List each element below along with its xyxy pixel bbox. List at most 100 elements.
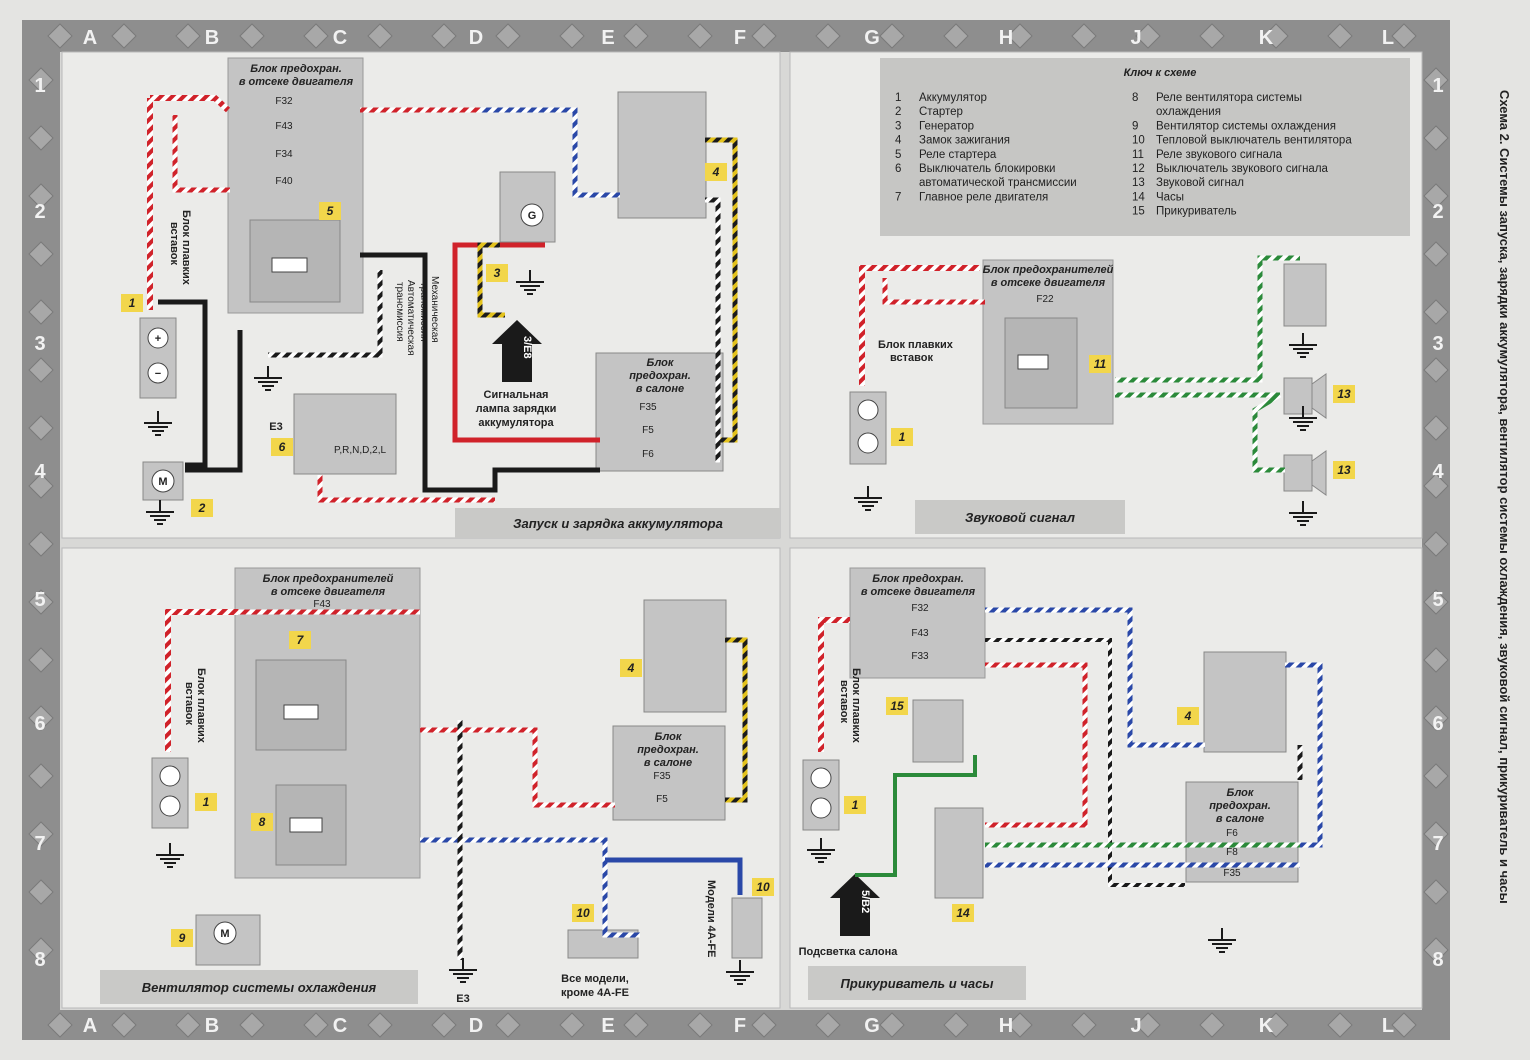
grid-column-a: A (83, 27, 97, 49)
frame-diamond (1391, 23, 1417, 49)
horn-relay-coil (1017, 354, 1049, 370)
horn-fusible-2: вставок (890, 352, 933, 364)
key-item-label: Стартер (919, 106, 963, 118)
wire-red-top (150, 95, 231, 113)
component-badge-number: 3 (494, 266, 501, 280)
component-badge-number: 1 (852, 798, 859, 812)
lighter-cabin-2: предохран. (1209, 800, 1271, 812)
grid-column-f: F (734, 1015, 746, 1037)
component-badge (620, 659, 642, 677)
key-item-number: 5 (895, 149, 901, 161)
key-item: автоматической трансмиссии (919, 177, 1077, 189)
frame-diamond (175, 23, 201, 49)
grid-column-l: L (1382, 27, 1394, 49)
lighter-cabin-f35: F35 (1223, 868, 1241, 879)
fan-cabin-fuse (612, 725, 726, 821)
grid-row-8: 8 (34, 949, 45, 971)
horn-diagram: Блок предохранителей в отсеке двигателя … (849, 255, 1327, 496)
frame-diamond (175, 1012, 201, 1038)
motor-letter: M (158, 476, 167, 488)
key-item-label: Главное реле двигателя (919, 191, 1048, 203)
component-badge (121, 294, 143, 312)
component-badge (486, 264, 508, 282)
lighter-f43: F43 (911, 628, 929, 639)
wire-black-ign (705, 197, 721, 463)
fuse-f34: F34 (275, 149, 293, 160)
cabin-fuse-f35: F35 (639, 402, 657, 413)
scheme-title: Схема 2. Системы запуска, зарядки аккуму… (1497, 90, 1512, 904)
fan-ignition-4 (643, 599, 727, 713)
fan-motor-icon (213, 921, 237, 945)
frame-diamond (28, 473, 54, 499)
interior-light: Подсветка салона (799, 946, 899, 958)
grid-column-j: J (1130, 1015, 1141, 1037)
key-item-label: Замок зажигания (919, 135, 1010, 147)
key-item-label: Аккумулятор (919, 92, 987, 104)
title-bar-fan (100, 970, 418, 1004)
grid-column-h: H (999, 27, 1013, 49)
horn-battery-minus-icon (857, 432, 879, 454)
svg-text:+: + (155, 333, 161, 345)
battery-1 (139, 317, 177, 399)
frame-diamond (1423, 705, 1449, 731)
component-badge (844, 796, 866, 814)
frame-diamond (1071, 1012, 1097, 1038)
fusible-label-1: Блок плавких (180, 210, 192, 286)
component-badge-number: 1 (203, 795, 210, 809)
key-item-number: 1 (895, 92, 901, 104)
component-badge (1177, 707, 1199, 725)
lighter-wire-black (985, 638, 1185, 887)
fan-all-2: кроме 4A-FE (561, 987, 629, 999)
fan-diagram: Блок предохранителей в отсеке двигателя … (151, 567, 763, 1005)
grid-row-7: 7 (1432, 833, 1443, 855)
frame-diamond (1423, 821, 1449, 847)
frame-diamond (1423, 879, 1449, 905)
fan-wire-blue (420, 837, 640, 938)
lighter-cabin-1: Блок (1227, 787, 1255, 799)
ground-symbols (144, 270, 1317, 985)
key-item-label: Часы (1156, 191, 1184, 203)
frame-diamond (28, 299, 54, 325)
frame-diamond (303, 23, 329, 49)
ground-symbol (254, 366, 282, 391)
component-badge (319, 202, 341, 220)
frame-diamond (1423, 589, 1449, 615)
cabin-fuse-label-1: Блок (647, 357, 675, 369)
key-item-label: Тепловой выключатель вентилятора (1156, 135, 1352, 147)
ground-symbol (1289, 501, 1317, 526)
grid-row-2: 2 (1432, 201, 1443, 223)
ref-arrow-5b2 (830, 874, 880, 936)
horn-wire-red (859, 265, 980, 386)
component-badge-number: 7 (297, 633, 305, 647)
wire-black-auto (360, 252, 600, 493)
fan-battery-minus-icon (159, 795, 181, 817)
horn-battery-plus-icon (857, 399, 879, 421)
frame-diamond (815, 1012, 841, 1038)
relay-coil (271, 257, 308, 273)
component-badge-number: 15 (890, 699, 904, 713)
frame-diamond (111, 23, 137, 49)
panel-title-starting: Запуск и зарядка аккумулятора (513, 516, 723, 531)
horn-fuse-label-2: в отсеке двигателя (991, 277, 1106, 289)
frame-diamond (495, 23, 521, 49)
grid-row-5: 5 (1432, 589, 1443, 611)
key-item-number: 12 (1132, 163, 1145, 175)
frame-diamond (943, 23, 969, 49)
fan-all-1: Все модели, (561, 973, 629, 985)
frame-diamond (687, 1012, 713, 1038)
panel-title-lighter: Прикуриватель и часы (841, 976, 994, 991)
component-badge (952, 904, 974, 922)
frame-diamond (1263, 1012, 1289, 1038)
warn-label-1: Сигнальная (484, 389, 549, 401)
svg-text:−: − (155, 368, 161, 380)
frame-diamond (1423, 299, 1449, 325)
warn-label-2: лампа зарядки (476, 403, 557, 415)
grid-row-6: 6 (1432, 713, 1443, 735)
fan-relay-coil (289, 817, 323, 833)
fan-cabin-f5: F5 (656, 794, 668, 805)
